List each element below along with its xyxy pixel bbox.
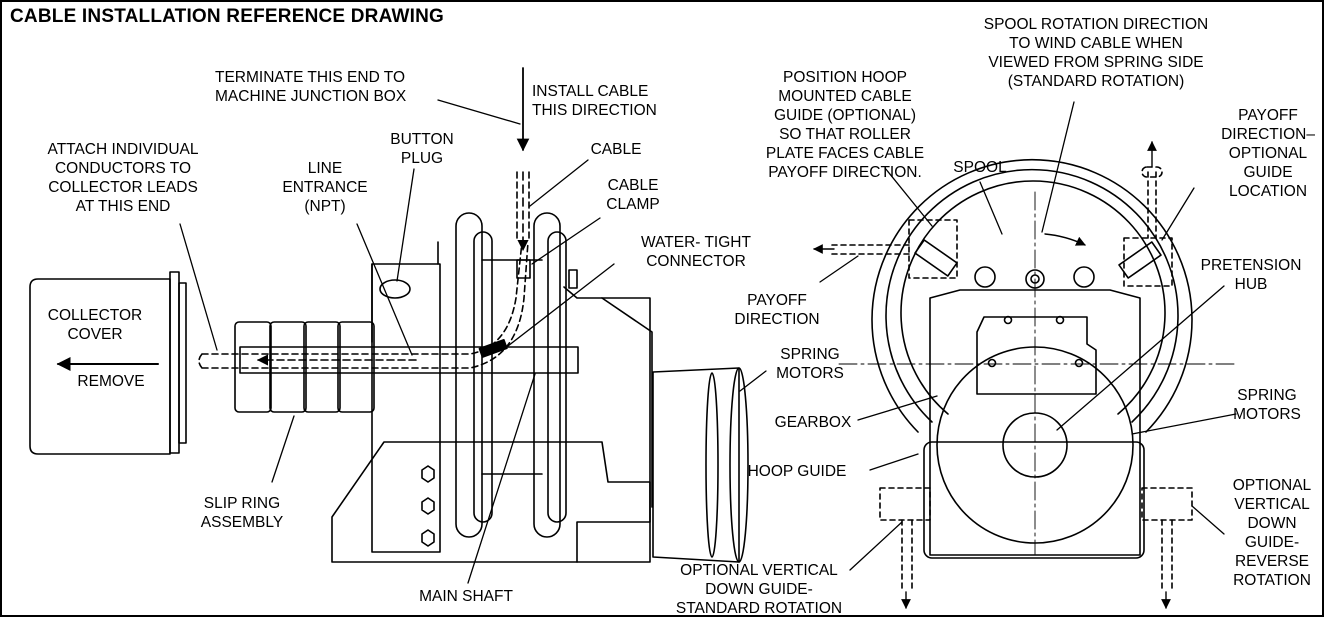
hoop-and-spool [871, 158, 1193, 433]
base-frame [331, 441, 651, 563]
label-spring-motors-right: SPRING MOTORS [1233, 387, 1301, 423]
spool-flanges [455, 212, 567, 538]
label-main-shaft: MAIN SHAFT [419, 588, 513, 605]
side-frame [371, 241, 441, 553]
cable-clamp-box [516, 259, 531, 279]
cable-path-dashed [198, 171, 530, 369]
label-terminate-end: TERMINATE THIS END TO MACHINE JUNCTION B… [215, 69, 407, 105]
label-spring-motors-left: SPRING MOTORS [776, 346, 844, 382]
water-tight-connector [478, 338, 508, 358]
label-optional-vertical-down-standard: OPTIONAL VERTICAL DOWN GUIDE- STANDARD R… [675, 562, 843, 617]
centerlines [838, 191, 1235, 555]
label-cable-clamp: CABLE CLAMP [606, 177, 660, 213]
end-view-guides [831, 166, 1193, 593]
label-water-tight-connector: WATER- TIGHT CONNECTOR [641, 234, 751, 270]
label-button-plug: BUTTON PLUG [390, 131, 454, 167]
label-payoff-direction: PAYOFF DIRECTION [734, 292, 820, 328]
end-view-arrows [813, 141, 1171, 609]
label-hoop-guide: HOOP GUIDE [747, 463, 847, 480]
slip-ring-assembly [234, 321, 375, 413]
spool-bolts [974, 266, 1095, 289]
gearbox-plate [923, 289, 1145, 559]
drawing-title: CABLE INSTALLATION REFERENCE DRAWING [10, 6, 444, 27]
cable-clamp-bolt [568, 269, 578, 289]
label-slip-ring-assembly: SLIP RING ASSEMBLY [200, 495, 284, 531]
label-spool: SPOOL [953, 159, 1007, 176]
label-install-cable: INSTALL CABLE THIS DIRECTION [532, 83, 657, 119]
label-cable: CABLE [590, 141, 642, 158]
label-spool-rotation: SPOOL ROTATION DIRECTION TO WIND CABLE W… [983, 16, 1209, 90]
gearbox-housing [563, 286, 653, 563]
label-line-entrance: LINE ENTRANCE (NPT) [282, 160, 368, 215]
label-gearbox: GEARBOX [774, 414, 852, 431]
collector-cover [29, 271, 187, 455]
label-remove: REMOVE [77, 373, 145, 390]
spring-motor-drum [652, 367, 749, 563]
label-attach-conductors: ATTACH INDIVIDUAL CONDUCTORS TO COLLECTO… [47, 141, 199, 215]
label-position-hoop-guide: POSITION HOOP MOUNTED CABLE GUIDE (OPTIO… [765, 69, 925, 181]
label-payoff-direction-optional: PAYOFF DIRECTION– OPTIONAL GUIDE LOCATIO… [1221, 107, 1315, 200]
label-collector-cover: COLLECTOR COVER [47, 307, 143, 343]
label-pretension-hub: PRETENSION HUB [1200, 257, 1302, 293]
label-optional-vertical-down-reverse: OPTIONAL VERTICAL DOWN GUIDE- REVERSE RO… [1232, 477, 1312, 589]
end-view-leaders [819, 101, 1237, 571]
side-view-leaders [179, 99, 767, 584]
